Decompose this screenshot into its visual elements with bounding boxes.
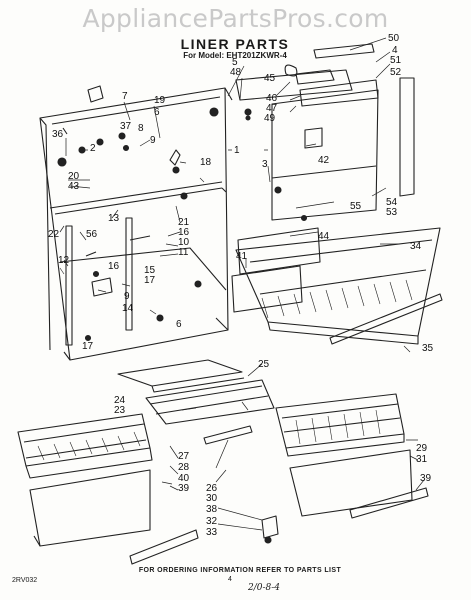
- lower-left-shelf: [17, 413, 199, 565]
- callout-52: 52: [390, 67, 402, 78]
- callout-6-lower: 6: [176, 319, 182, 330]
- callout-18: 18: [200, 157, 212, 168]
- callout-4: 4: [392, 45, 398, 56]
- callout-10: 10: [178, 237, 190, 248]
- callout-1: 1: [234, 145, 240, 156]
- callout-50: 50: [388, 33, 400, 44]
- callout-38: 38: [206, 504, 218, 515]
- callout-46: 46: [266, 93, 278, 104]
- callout-9: 9: [150, 135, 156, 146]
- upper-right-shelf: [231, 227, 443, 345]
- callout-40: 40: [178, 473, 190, 484]
- callout-23: 23: [114, 405, 126, 416]
- callout-7: 7: [122, 91, 128, 102]
- callout-53: 53: [386, 207, 398, 218]
- callout-20: 20: [68, 171, 80, 182]
- leader-lines: [59, 37, 425, 531]
- diagram-title: LINER PARTS: [180, 36, 290, 52]
- callout-29: 29: [416, 443, 428, 454]
- callout-5: 5: [232, 57, 238, 68]
- cabinet-liner: [39, 85, 233, 361]
- ordering-info-footer: FOR ORDERING INFORMATION REFER TO PARTS …: [138, 567, 342, 574]
- handwritten-date: 2/0-8-4: [248, 583, 281, 593]
- callout-42: 42: [318, 155, 330, 166]
- rear-panel: [235, 43, 415, 221]
- document-code: 2RV032: [12, 577, 38, 584]
- callout-12: 12: [58, 255, 70, 266]
- callout-45: 45: [264, 73, 276, 84]
- callout-17: 17: [144, 275, 156, 286]
- callout-55: 55: [350, 201, 362, 212]
- callout-54: 54: [386, 197, 398, 208]
- callout-31: 31: [416, 454, 428, 465]
- center-glass-shelf: [117, 359, 275, 425]
- callout-30: 30: [206, 493, 218, 504]
- callout-9-lower: 9: [124, 291, 130, 302]
- callout-56: 56: [86, 229, 98, 240]
- callout-25: 25: [258, 359, 270, 370]
- callout-24: 24: [114, 395, 126, 406]
- callout-49: 49: [264, 113, 276, 124]
- watermark: AppliancePartsPros.com: [82, 4, 389, 33]
- callout-17-lower: 17: [82, 341, 94, 352]
- callout-48: 48: [230, 67, 242, 78]
- fasteners: [57, 107, 308, 544]
- callout-11: 11: [178, 247, 189, 258]
- callout-27: 27: [178, 451, 190, 462]
- callout-2: 2: [90, 143, 96, 154]
- callout-43: 43: [68, 181, 80, 192]
- callout-26: 26: [206, 483, 218, 494]
- callout-33: 33: [206, 527, 218, 538]
- callout-16-lower: 16: [108, 261, 120, 272]
- lower-right-shelf: [203, 393, 429, 539]
- callout-39: 39: [178, 483, 190, 494]
- callout-14: 14: [122, 303, 134, 314]
- callout-3: 3: [262, 159, 268, 170]
- callout-51: 51: [390, 55, 402, 66]
- interior-rails: [65, 217, 151, 346]
- callout-41: 41: [236, 251, 248, 262]
- callout-19: 19: [154, 95, 166, 106]
- callout-44: 44: [318, 231, 330, 242]
- callout-15: 15: [144, 265, 156, 276]
- callout-8: 8: [138, 123, 144, 134]
- callout-16: 16: [178, 227, 190, 238]
- callout-35: 35: [422, 343, 434, 354]
- callout-6: 6: [154, 107, 160, 118]
- callout-13: 13: [108, 213, 120, 224]
- page-number: 4: [228, 576, 232, 583]
- callout-28: 28: [178, 462, 190, 473]
- callout-32: 32: [206, 516, 218, 527]
- callout-47: 47: [266, 103, 278, 114]
- shelf-hatching: [37, 177, 413, 461]
- callout-37: 37: [120, 121, 132, 132]
- callout-36: 36: [52, 129, 64, 140]
- callout-22: 22: [48, 229, 60, 240]
- model-number: For Model: EHT201ZKWR-4: [183, 51, 287, 60]
- callout-21: 21: [178, 217, 190, 228]
- callout-34: 34: [410, 241, 422, 252]
- callout-39-right: 39: [420, 473, 432, 484]
